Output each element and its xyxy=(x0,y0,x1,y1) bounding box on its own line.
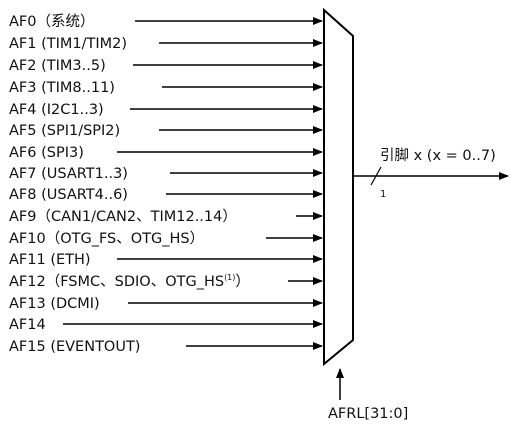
input-af3: AF3 (TIM8..11) xyxy=(9,80,323,96)
input-af15: AF15 (EVENTOUT) xyxy=(9,339,323,355)
input-label-af13: AF13 (DCMI) xyxy=(9,296,100,312)
input-label-af3: AF3 (TIM8..11) xyxy=(9,80,115,96)
input-af4: AF4 (I2C1..3) xyxy=(9,102,323,118)
input-label-af5: AF5 (SPI1/SPI2) xyxy=(9,123,120,139)
input-af12: AF12（FSMC、SDIO、OTG_HS(1)） xyxy=(9,273,323,290)
input-lines: AF0（系统） AF1 (TIM1/TIM2) AF2 (TIM3..5) AF3 (… xyxy=(9,13,323,355)
input-af5: AF5 (SPI1/SPI2) xyxy=(9,123,323,139)
input-label-af9: AF9（CAN1/CAN2、TIM12..14） xyxy=(9,208,237,225)
input-af2: AF2 (TIM3..5) xyxy=(9,58,323,74)
input-af6: AF6 (SPI3) xyxy=(9,145,323,161)
input-label-af10: AF10（OTG_FS、OTG_HS） xyxy=(9,230,204,247)
bus-width-label: 1 xyxy=(380,189,386,200)
output-line: 引脚 x (x = 0..7) 1 xyxy=(353,147,509,200)
input-af0: AF0（系统） xyxy=(9,13,323,30)
select-register-label: AFRL[31:0] xyxy=(328,406,408,422)
input-af9: AF9（CAN1/CAN2、TIM12..14） xyxy=(9,208,323,225)
input-af10: AF10（OTG_FS、OTG_HS） xyxy=(9,230,323,247)
input-af7: AF7 (USART1..3) xyxy=(9,166,323,182)
input-label-af11: AF11 (ETH) xyxy=(9,252,91,268)
input-af11: AF11 (ETH) xyxy=(9,252,323,268)
select-line: AFRL[31:0] xyxy=(328,368,408,422)
input-af1: AF1 (TIM1/TIM2) xyxy=(9,36,323,52)
input-label-af2: AF2 (TIM3..5) xyxy=(9,58,106,74)
input-label-af6: AF6 (SPI3) xyxy=(9,145,84,161)
input-label-af8: AF8 (USART4..6) xyxy=(9,187,128,203)
input-label-af15: AF15 (EVENTOUT) xyxy=(9,339,140,355)
input-label-af7: AF7 (USART1..3) xyxy=(9,166,128,182)
input-af14: AF14 xyxy=(9,317,323,333)
input-label-af1: AF1 (TIM1/TIM2) xyxy=(9,36,127,52)
bus-width-slash xyxy=(370,166,382,186)
output-pin-label: 引脚 x (x = 0..7) xyxy=(380,147,496,164)
input-label-af0: AF0（系统） xyxy=(9,13,95,30)
input-label-af14: AF14 xyxy=(9,317,46,333)
input-af13: AF13 (DCMI) xyxy=(9,296,323,312)
input-af8: AF8 (USART4..6) xyxy=(9,187,323,203)
input-label-af4: AF4 (I2C1..3) xyxy=(9,102,104,118)
input-label-af12: AF12（FSMC、SDIO、OTG_HS(1)） xyxy=(9,273,250,290)
multiplexer-block xyxy=(323,7,354,367)
